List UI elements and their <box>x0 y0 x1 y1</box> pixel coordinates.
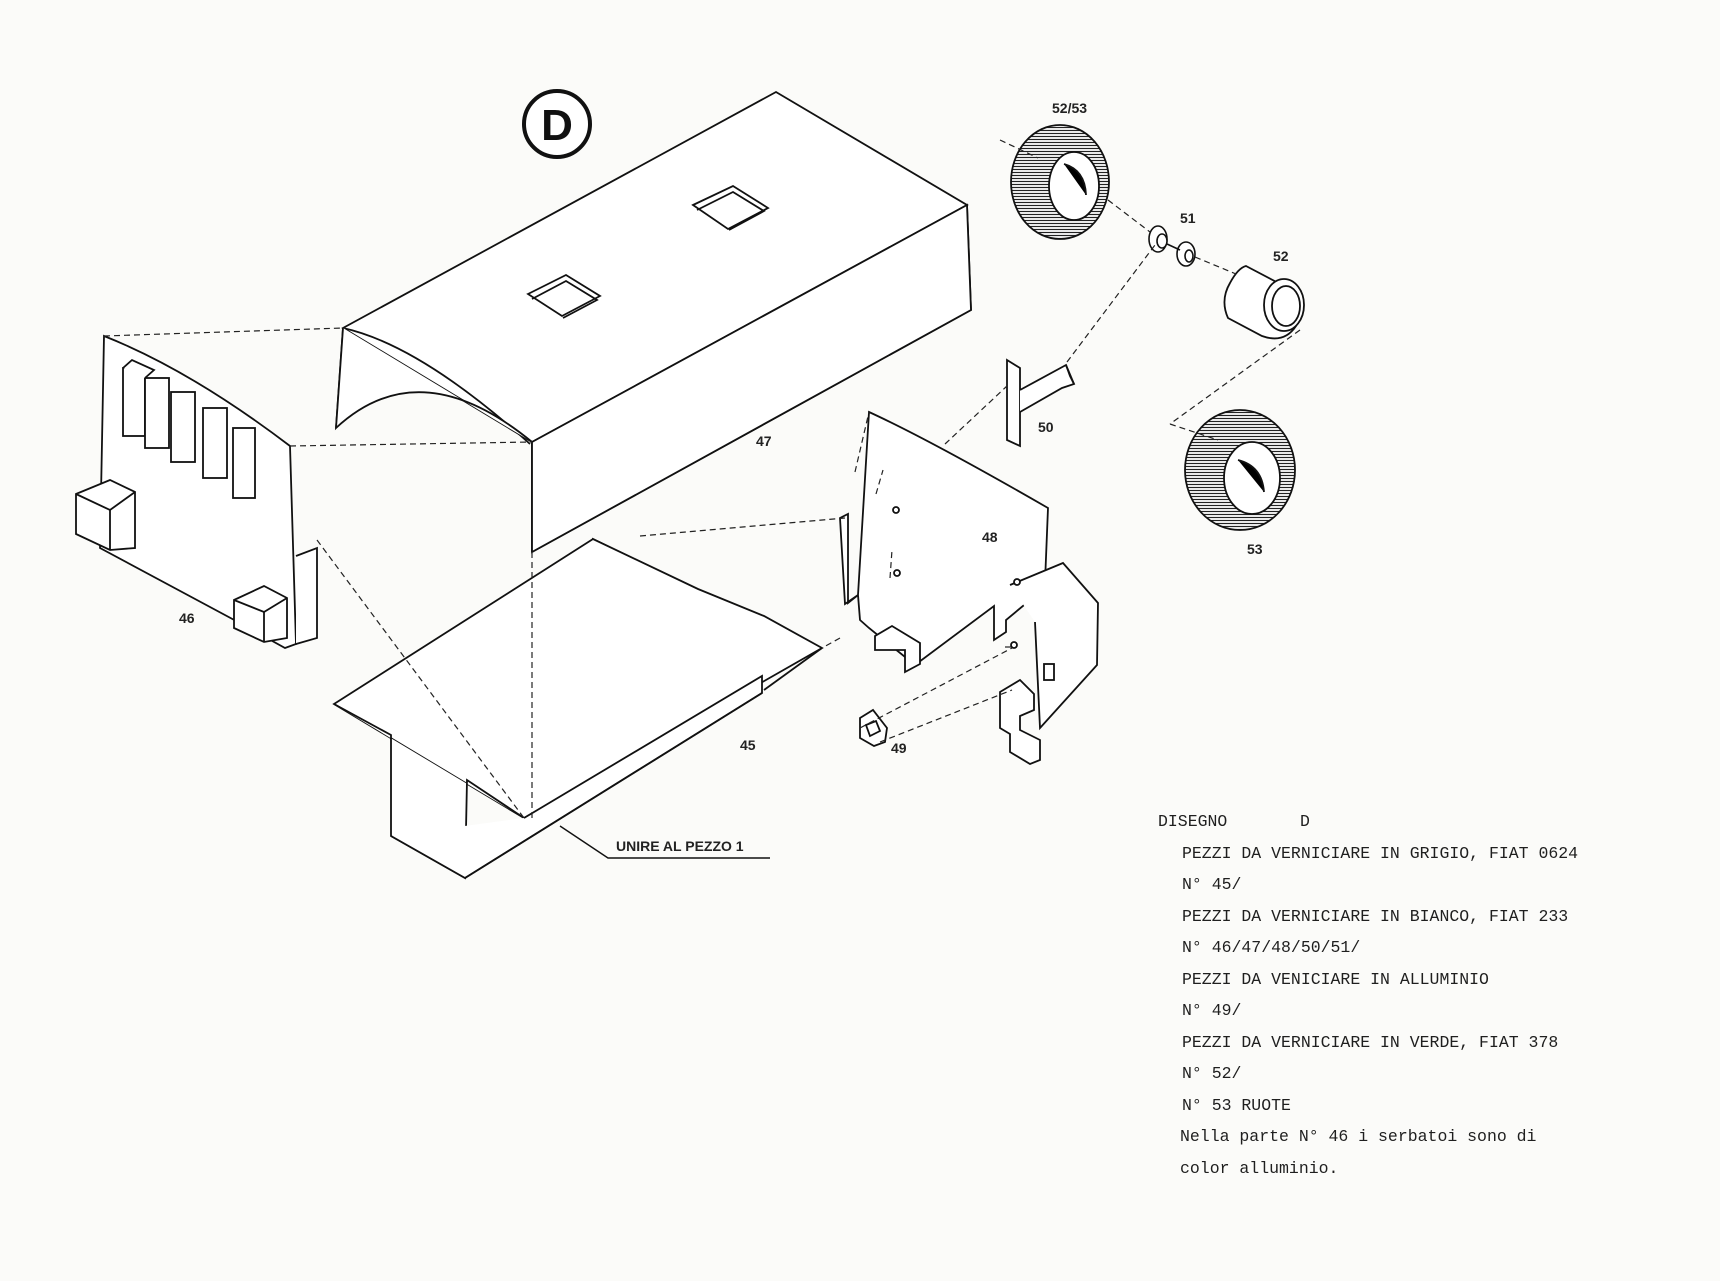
label-51: 51 <box>1180 210 1196 226</box>
label-49: 49 <box>891 740 907 756</box>
note-line: N° 45/ <box>1182 875 1242 894</box>
part-51-axle <box>1148 225 1196 267</box>
part-46-front-wall <box>75 334 318 649</box>
join-note: UNIRE AL PEZZO 1 <box>616 838 744 854</box>
note-line: PEZZI DA VERNICIARE IN GRIGIO, FIAT 0624 <box>1182 843 1579 863</box>
drawing-badge-letter: D <box>541 101 573 150</box>
notes-header: DISEGNO D <box>1158 806 1698 838</box>
drawing-badge: D <box>522 89 592 159</box>
part-52-53-wheel <box>1010 124 1110 240</box>
note-line: color alluminio. <box>1180 1158 1339 1178</box>
label-52: 52 <box>1273 248 1289 264</box>
notes-title-value: D <box>1300 812 1310 831</box>
label-53: 53 <box>1247 541 1263 557</box>
note-line: PEZZI DA VERNICIARE IN VERDE, FIAT 378 <box>1182 1032 1559 1052</box>
note-line: N° 53 RUOTE <box>1182 1095 1291 1115</box>
note-line: PEZZI DA VENICIARE IN ALLUMINIO <box>1182 969 1489 989</box>
label-47: 47 <box>756 433 772 449</box>
note-line: N° 46/47/48/50/51/ <box>1182 938 1361 957</box>
note-line: Nella parte N° 46 i serbatoi sono di <box>1180 1127 1537 1146</box>
painting-notes: DISEGNO D PEZZI DA VERNICIARE IN GRIGIO,… <box>1158 806 1698 1184</box>
part-45-base <box>332 537 824 880</box>
notes-title: DISEGNO <box>1158 812 1228 831</box>
part-48-side-panel <box>839 410 1099 766</box>
label-52-53: 52/53 <box>1052 100 1087 116</box>
join-note-leader <box>559 825 770 859</box>
note-line: PEZZI DA VERNICIARE IN BIANCO, FIAT 233 <box>1182 906 1569 926</box>
part-52-rim <box>1223 265 1305 340</box>
part-50-mount <box>1006 358 1076 448</box>
label-48: 48 <box>982 529 998 545</box>
label-46: 46 <box>179 610 195 626</box>
part-53-tyre <box>1184 409 1296 531</box>
label-50: 50 <box>1038 419 1054 435</box>
assembly-guide-lines <box>103 139 1301 819</box>
note-line: N° 49/ <box>1182 1001 1242 1020</box>
part-47-roof <box>334 90 972 554</box>
note-line: N° 52/ <box>1182 1064 1242 1083</box>
label-45: 45 <box>740 737 756 753</box>
part-49-bracket <box>859 708 888 747</box>
